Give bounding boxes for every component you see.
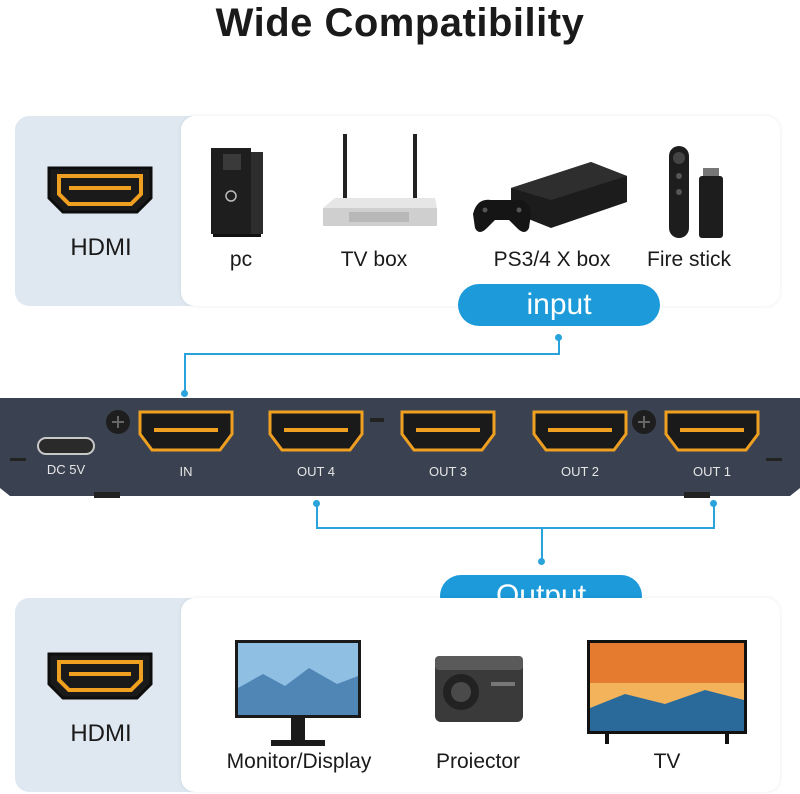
output-connector-line	[713, 504, 715, 528]
page-title: Wide Compatibility	[215, 1, 585, 45]
input-hdmi-label: HDMI	[70, 234, 132, 261]
hdmi-port-in	[138, 410, 234, 457]
device-label-fire-stick: Fire stick	[647, 248, 731, 271]
hdmi-splitter: DC 5V IN OUT 4 OUT 3 OUT 2 OUT 1	[0, 398, 800, 498]
output-connector-line	[316, 527, 715, 529]
input-devices-card: pc TV box PS3/4 X box	[181, 116, 780, 306]
device-label-console: PS3/4 X box	[493, 248, 611, 271]
device-label-tv: TV	[653, 750, 681, 773]
output-devices-card: Monitor/Display Proiector TV	[181, 598, 780, 792]
dc-power-port	[38, 438, 94, 454]
port-label-in: IN	[179, 464, 193, 479]
hdmi-port-out3	[400, 410, 496, 457]
input-connector-line	[184, 353, 560, 355]
input-hdmi-icon	[45, 164, 155, 221]
output-hdmi-icon	[45, 650, 155, 707]
output-hdmi-label: HDMI	[70, 720, 132, 747]
output-panel: HDMI Monitor/Display Proiector	[15, 598, 780, 792]
input-panel: HDMI pc TV box	[15, 116, 780, 306]
port-label-out2: OUT 2	[560, 464, 600, 479]
port-label-out3: OUT 3	[428, 464, 468, 479]
output-connector-line	[541, 527, 543, 561]
input-connector-line	[558, 340, 560, 354]
output-connector-dot	[710, 500, 717, 507]
port-label-out4: OUT 4	[296, 464, 336, 479]
monitor-icon	[233, 638, 363, 755]
input-connector-line	[184, 353, 186, 393]
hdmi-port-out2	[532, 410, 628, 457]
device-label-tv-box: TV box	[340, 248, 408, 271]
hdmi-port-out1	[664, 410, 760, 457]
hdmi-port-out4	[268, 410, 364, 457]
output-connector-dot	[313, 500, 320, 507]
device-label-pc: pc	[229, 248, 253, 271]
port-label-dc: DC 5V	[46, 462, 86, 477]
output-connector-dot	[538, 558, 545, 565]
fire-stick-icon	[665, 144, 727, 247]
pc-tower-icon	[209, 146, 265, 243]
device-label-projector: Proiector	[435, 750, 521, 773]
input-connector-dot	[555, 334, 562, 341]
tv-box-icon	[319, 132, 441, 239]
input-pill: input	[458, 284, 660, 326]
device-label-monitor: Monitor/Display	[226, 750, 372, 773]
projector-icon	[431, 652, 527, 731]
port-label-out1: OUT 1	[692, 464, 732, 479]
output-connector-line	[316, 504, 318, 528]
game-console-icon	[471, 158, 629, 243]
input-connector-dot	[181, 390, 188, 397]
tv-icon	[585, 638, 749, 753]
